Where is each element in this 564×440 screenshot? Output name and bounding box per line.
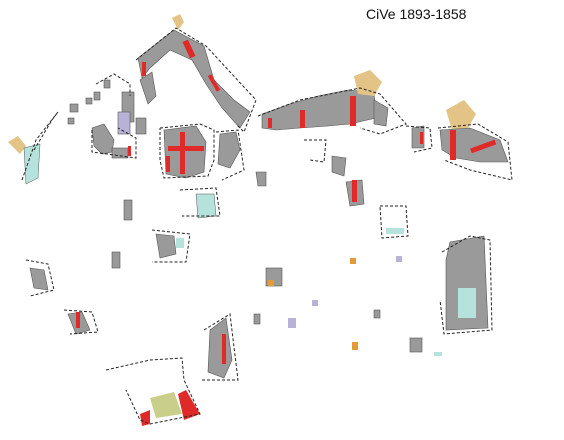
- block-outline: [151, 229, 191, 263]
- red-parcel: [168, 146, 204, 151]
- red-parcel: [142, 62, 146, 76]
- block-outline: [200, 313, 239, 381]
- tan-parcel: [446, 100, 476, 130]
- west-edge: [8, 111, 59, 185]
- orange-parcel: [352, 342, 358, 350]
- built-area: [373, 99, 389, 127]
- red-parcel: [222, 334, 226, 364]
- cyan-parcel: [23, 143, 41, 185]
- north-east-strip: [257, 70, 407, 135]
- red-parcel: [182, 39, 196, 59]
- built-area: [85, 97, 93, 105]
- red-parcel: [140, 410, 150, 426]
- built-area: [111, 251, 121, 269]
- block-outline: [21, 111, 59, 181]
- orange-parcel: [268, 280, 274, 286]
- central-block: [159, 123, 245, 181]
- block-outline: [379, 205, 409, 239]
- built-area: [155, 233, 177, 259]
- block-outline: [439, 235, 493, 335]
- built-area: [409, 337, 423, 353]
- block-outline: [304, 139, 327, 163]
- lavender-parcel: [396, 256, 402, 262]
- tan-parcel: [8, 136, 26, 154]
- west-mid-blocks: [25, 199, 191, 297]
- lavender-parcel: [312, 300, 318, 306]
- block-outline: [437, 123, 513, 181]
- built-area: [91, 123, 115, 155]
- built-area: [253, 313, 261, 325]
- built-area: [67, 117, 75, 125]
- south-east-block: [439, 235, 493, 335]
- south-west-blocks: [63, 309, 239, 381]
- mid-pieces: [255, 139, 365, 207]
- built-area: [135, 117, 147, 135]
- cyan-parcel: [434, 352, 442, 356]
- built-area: [137, 29, 251, 129]
- cyan-parcel: [195, 193, 217, 219]
- built-area: [207, 317, 233, 379]
- red-parcel: [76, 312, 80, 328]
- built-area: [69, 103, 79, 113]
- center-lower-pieces: [253, 256, 442, 356]
- red-parcel: [128, 146, 131, 156]
- block-outline: [91, 127, 137, 159]
- lavender-parcel: [117, 111, 131, 135]
- built-area: [29, 267, 49, 291]
- block-outline: [63, 309, 99, 335]
- west-small-blocks: [67, 73, 147, 135]
- red-parcel: [166, 156, 170, 172]
- cyan-parcel: [176, 238, 184, 248]
- east-empty-block: [379, 205, 409, 239]
- red-parcel: [470, 139, 497, 154]
- block-outline: [159, 123, 215, 179]
- red-parcel: [268, 118, 272, 128]
- map-title: CiVe 1893-1858: [366, 6, 467, 22]
- built-area: [255, 171, 267, 187]
- block-outline: [95, 73, 131, 96]
- built-area: [103, 79, 111, 89]
- built-area: [139, 71, 157, 105]
- red-parcel: [350, 96, 356, 126]
- south-block: [105, 357, 201, 426]
- block-outline: [215, 129, 245, 181]
- red-parcel: [180, 132, 185, 174]
- north-diagonal-block: [135, 14, 257, 133]
- block-outline: [179, 187, 221, 217]
- west-block: [91, 123, 137, 159]
- built-area: [331, 155, 347, 177]
- orange-parcel: [350, 258, 356, 264]
- east-block: [405, 100, 513, 181]
- red-parcel: [352, 180, 357, 202]
- cyan-parcel: [386, 228, 404, 234]
- tan-parcel: [172, 14, 184, 30]
- red-parcel: [207, 74, 221, 92]
- block-outline: [25, 259, 55, 297]
- red-parcel: [178, 390, 200, 420]
- red-parcel: [300, 110, 305, 128]
- cyan-parcel: [458, 288, 476, 318]
- block-outline: [105, 357, 201, 425]
- built-area: [373, 309, 381, 319]
- built-area: [123, 199, 133, 221]
- red-parcel: [450, 130, 456, 160]
- block-outline: [135, 27, 257, 133]
- lavender-parcel: [288, 318, 296, 328]
- built-area: [217, 131, 241, 169]
- tan-parcel: [354, 70, 382, 96]
- central-cyan-block: [179, 187, 221, 219]
- built-area: [261, 89, 377, 131]
- block-outline: [405, 125, 433, 153]
- built-area: [445, 235, 489, 331]
- block-outline: [257, 87, 407, 135]
- red-parcel: [420, 132, 423, 144]
- built-area: [439, 127, 509, 163]
- built-area: [93, 91, 101, 101]
- olive-parcel: [150, 392, 182, 418]
